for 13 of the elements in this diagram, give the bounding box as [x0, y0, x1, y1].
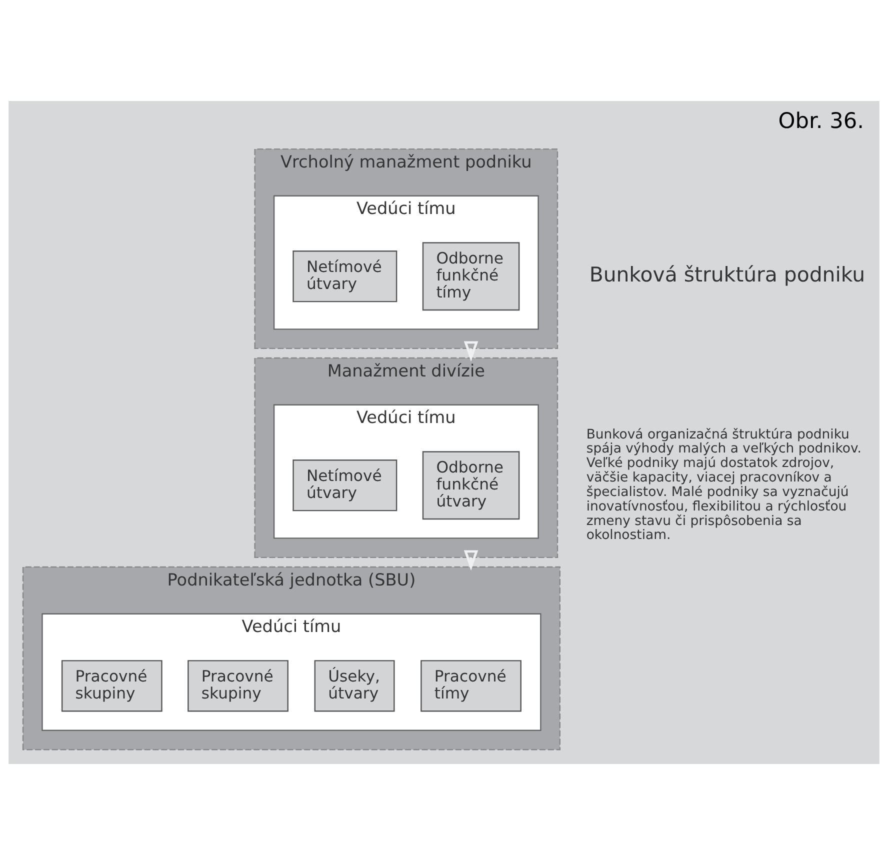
node-box: Netímové útvary	[292, 250, 398, 302]
node-box: Úseky, útvary	[314, 660, 395, 712]
node-box: Pracovné skupiny	[188, 660, 288, 712]
arrow	[464, 341, 478, 362]
label: Bunková organizačná štruktúra podniku spája výhody malých a veľkých podnikov. Veľké podniky majú dostatok zdrojov, väčšie kapacity, viacej pracovníkov a špecialistov. Malé podniky sa vyznačujú inovatívnosťou, flexibilitou a rýchlosťou zmeny stavu či prispôsobenia sa okolnostiam.	[586, 427, 862, 544]
node-box: Pracovné tímy	[420, 660, 522, 712]
arrow	[464, 550, 478, 571]
node-box: Odborne funkčné útvary	[422, 451, 520, 520]
diagram-title: Obr. 36.	[778, 108, 864, 134]
node-box: Pracovné skupiny	[61, 660, 162, 712]
node-box: Netímové útvary	[292, 460, 398, 512]
label: Bunková štruktúra podniku	[589, 262, 866, 286]
node-box: Odborne funkčné tímy	[422, 242, 520, 311]
